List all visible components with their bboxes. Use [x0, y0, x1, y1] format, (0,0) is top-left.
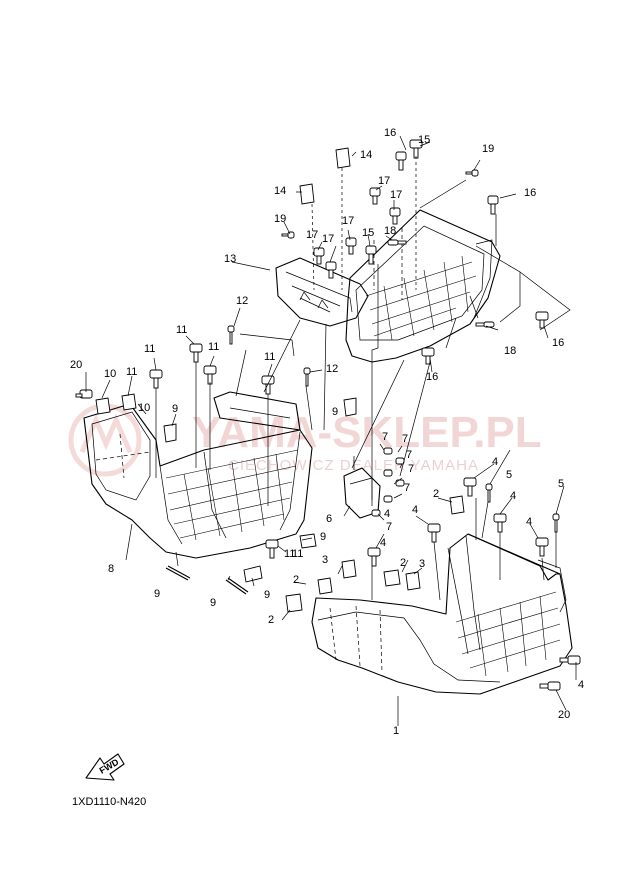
callout-16: 16: [426, 371, 438, 383]
right-footrest-panel-1: [311, 533, 573, 695]
callout-16: 16: [384, 127, 396, 139]
callout-17: 17: [342, 215, 354, 227]
fwd-arrow-icon: FWD: [85, 753, 125, 781]
callout-3: 3: [322, 554, 328, 566]
callout-12: 12: [236, 295, 248, 307]
callout-11: 11: [176, 324, 187, 336]
callout-2: 2: [400, 557, 406, 569]
callout-2: 2: [268, 614, 274, 626]
callout-19: 19: [482, 143, 494, 155]
bracket-13-shape: [275, 257, 369, 327]
callout-20: 20: [558, 709, 570, 721]
callout-11: 11: [292, 548, 303, 560]
callout-16: 16: [524, 187, 536, 199]
callout-8: 8: [108, 563, 114, 575]
callout-12: 12: [326, 363, 338, 375]
callout-13: 13: [224, 253, 236, 265]
left-footrest-panel-8: [83, 403, 313, 559]
callout-17: 17: [378, 175, 390, 187]
callout-2: 2: [433, 488, 439, 500]
callout-1: 1: [393, 725, 399, 737]
callout-4: 4: [526, 516, 532, 528]
callout-4: 4: [492, 456, 498, 468]
watermark-main-text: YAMA-SKLEP.PL: [192, 408, 542, 457]
callout-7: 7: [404, 482, 410, 494]
callout-18: 18: [384, 225, 396, 237]
callout-14: 14: [360, 149, 372, 161]
callout-9: 9: [154, 588, 160, 600]
callout-10: 10: [138, 402, 150, 414]
callout-11: 11: [284, 548, 295, 560]
right-footrest-assembly: [311, 533, 573, 695]
callouts: 1 2 2 2 2 3 3 4 4 4 4 4 4 4 5 5 6 7 7 7 …: [70, 127, 584, 737]
callout-17: 17: [322, 233, 334, 245]
callout-6: 6: [326, 513, 332, 525]
callout-11: 11: [126, 366, 137, 378]
callout-19: 19: [274, 213, 286, 225]
callout-7: 7: [406, 449, 412, 461]
callout-9: 9: [332, 406, 338, 418]
callout-16: 16: [552, 337, 564, 349]
callout-17: 17: [306, 229, 318, 241]
callout-15: 15: [418, 134, 430, 146]
callout-17: 17: [390, 189, 402, 201]
callout-10: 10: [104, 368, 116, 380]
callout-5: 5: [506, 469, 512, 481]
callout-7: 7: [386, 521, 392, 533]
callout-4: 4: [384, 508, 390, 520]
upper-footrest-assembly: [275, 209, 501, 363]
callout-11: 11: [264, 351, 275, 363]
callout-11: 11: [208, 341, 219, 353]
callout-4: 4: [380, 537, 386, 549]
watermark-logo-icon: [68, 403, 142, 477]
callout-7: 7: [382, 431, 388, 443]
callout-4: 4: [412, 504, 418, 516]
left-footrest-assembly: [83, 391, 313, 559]
callout-18: 18: [504, 345, 516, 357]
callout-9: 9: [210, 597, 216, 609]
diagram-code: 1XD1110-N420: [72, 796, 146, 808]
callout-7: 7: [408, 463, 414, 475]
callout-20: 20: [70, 359, 82, 371]
bolts: [75, 139, 581, 691]
callout-9: 9: [320, 531, 326, 543]
callout-5: 5: [558, 478, 564, 490]
callout-4: 4: [510, 490, 516, 502]
leader-lines: [85, 135, 577, 726]
callout-15: 15: [362, 227, 374, 239]
callout-2: 2: [293, 574, 299, 586]
callout-4: 4: [578, 679, 584, 691]
callout-9: 9: [264, 589, 270, 601]
callout-11: 11: [144, 343, 155, 355]
callout-7: 7: [402, 433, 408, 445]
callout-9: 9: [172, 403, 178, 415]
callout-14: 14: [274, 185, 286, 197]
callout-3: 3: [419, 558, 425, 570]
